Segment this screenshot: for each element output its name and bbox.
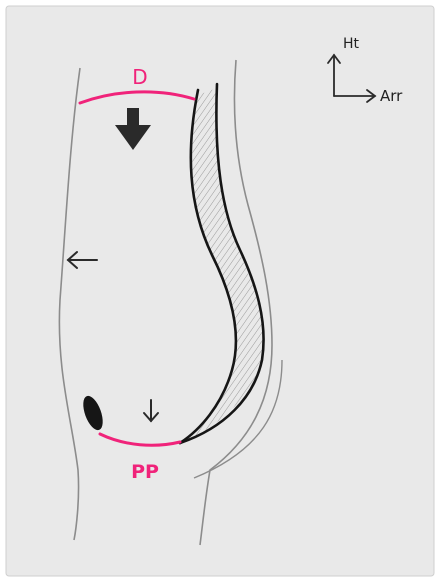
bottom-curve-label: PP <box>131 461 159 483</box>
axis-up-label: Ht <box>343 36 360 52</box>
top-curve-label: D <box>132 65 147 89</box>
axis-right-label: Arr <box>380 87 403 105</box>
